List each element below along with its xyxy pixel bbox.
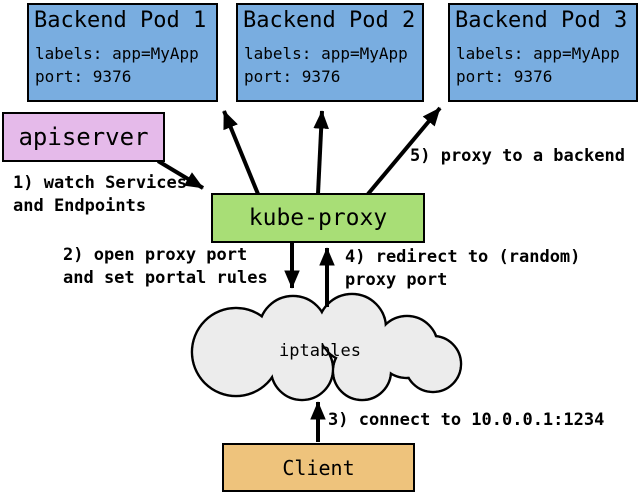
backend-pod-3-port: port: 9376 [456, 67, 553, 86]
backend-pod-1-port: port: 9376 [35, 67, 132, 86]
kube-proxy-label: kube-proxy [248, 205, 388, 231]
iptables-label: iptables [279, 341, 361, 361]
arrow-kube-proxy-to-pod3 [366, 106, 442, 196]
backend-pod-2-box: Backend Pod 2 labels: app=MyApp port: 93… [236, 3, 424, 102]
backend-pod-1-box: Backend Pod 1 labels: app=MyApp port: 93… [27, 3, 218, 102]
step-4-annotation: 4) redirect to (random) proxy port [345, 247, 581, 290]
apiserver-label: apiserver [18, 123, 149, 151]
step-3-annotation: 3) connect to 10.0.0.1:1234 [328, 410, 605, 430]
backend-pod-3-labels: labels: app=MyApp [456, 44, 620, 63]
backend-pod-3-title: Backend Pod 3 [455, 8, 628, 33]
kube-proxy-box: kube-proxy [211, 193, 425, 243]
client-label: Client [282, 455, 355, 480]
backend-pod-2-labels: labels: app=MyApp [244, 44, 408, 63]
backend-pod-1-labels: labels: app=MyApp [35, 44, 199, 63]
step-5-annotation: 5) proxy to a backend [410, 146, 625, 166]
apiserver-box: apiserver [2, 112, 165, 162]
client-box: Client [222, 443, 415, 492]
backend-pod-2-port: port: 9376 [244, 67, 341, 86]
backend-pod-1-title: Backend Pod 1 [34, 8, 207, 33]
arrow-apiserver-to-kube-proxy [156, 159, 205, 190]
step-2-annotation: 2) open proxy port and set portal rules [63, 245, 268, 288]
arrow-kube-proxy-to-pod1 [222, 110, 260, 195]
arrow-kube-proxy-to-pod2 [313, 110, 329, 195]
backend-pod-3-box: Backend Pod 3 labels: app=MyApp port: 93… [448, 3, 638, 102]
step-1-annotation: 1) watch Services and Endpoints [13, 173, 187, 216]
backend-pod-2-title: Backend Pod 2 [243, 8, 416, 33]
iptables-cloud [190, 292, 463, 402]
